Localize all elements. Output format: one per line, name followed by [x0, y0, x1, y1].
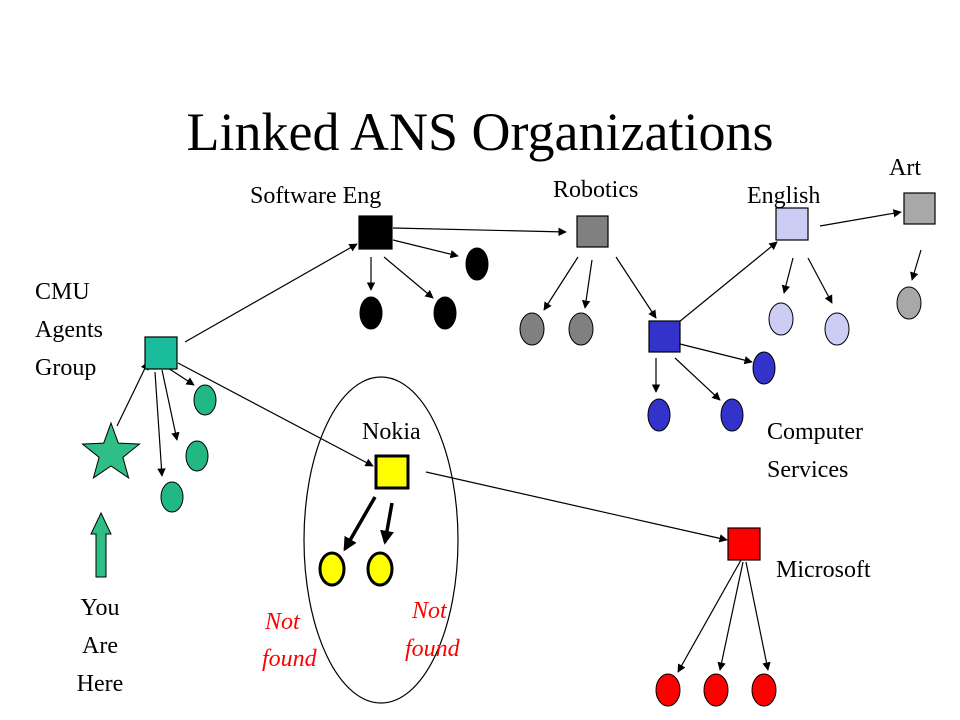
- agent-node[interactable]: [185, 440, 209, 472]
- not-found-label-2-line1: Not: [411, 598, 448, 624]
- you-label-line3: Here: [77, 671, 124, 697]
- agent-node-not-found[interactable]: [318, 551, 346, 587]
- robotics-node[interactable]: [576, 215, 609, 248]
- microsoft-agents: [655, 673, 777, 707]
- up-arrow-icon: [90, 511, 112, 578]
- page-title: Linked ANS Organizations: [187, 102, 774, 162]
- agent-node[interactable]: [703, 673, 729, 707]
- software-eng-agents: [359, 247, 489, 330]
- agent-node[interactable]: [896, 286, 922, 320]
- english-node[interactable]: [775, 207, 809, 241]
- agent-node[interactable]: [720, 398, 744, 432]
- nokia-label: Nokia: [362, 419, 421, 445]
- computer-services-label-line1: Computer: [767, 419, 863, 445]
- nokia-agents: [318, 551, 394, 587]
- robotics-label: Robotics: [553, 177, 638, 203]
- english-agents: [768, 302, 850, 346]
- english-label: English: [747, 183, 820, 209]
- computer-services-label-line2: Services: [767, 457, 848, 483]
- agent-node[interactable]: [655, 673, 681, 707]
- art-node[interactable]: [903, 192, 936, 225]
- nokia-region-ellipse: [303, 376, 459, 704]
- microsoft-node[interactable]: [727, 527, 761, 561]
- you-star-icon[interactable]: [81, 421, 141, 480]
- robotics-agents: [519, 312, 594, 346]
- not-found-label-1-line2: found: [262, 646, 318, 672]
- art-label: Art: [889, 155, 921, 181]
- art-agents: [896, 286, 922, 320]
- computer-services-agents: [647, 351, 776, 432]
- microsoft-label: Microsoft: [776, 557, 871, 583]
- agent-node[interactable]: [768, 302, 794, 336]
- not-found-label-1-line1: Not: [264, 609, 301, 635]
- computer-services-node[interactable]: [648, 320, 681, 353]
- agent-node[interactable]: [519, 312, 545, 346]
- agent-node[interactable]: [433, 296, 457, 330]
- agent-node[interactable]: [568, 312, 594, 346]
- agent-node[interactable]: [160, 481, 184, 513]
- agent-node[interactable]: [752, 351, 776, 385]
- agent-node[interactable]: [647, 398, 671, 432]
- cmu-label-line3: Group: [35, 355, 96, 381]
- cmu-agents-group-node[interactable]: [144, 336, 178, 370]
- you-label-line2: Are: [82, 633, 118, 659]
- edges: [116, 209, 922, 673]
- cmu-agents: [160, 384, 217, 513]
- agent-node-not-found[interactable]: [366, 551, 394, 587]
- software-eng-label: Software Eng: [250, 183, 381, 209]
- not-found-label-2-line2: found: [405, 636, 461, 662]
- software-eng-node[interactable]: [358, 215, 393, 250]
- agent-node[interactable]: [824, 312, 850, 346]
- agent-node[interactable]: [465, 247, 489, 281]
- you-label-line1: You: [81, 595, 120, 621]
- agent-node[interactable]: [359, 296, 383, 330]
- agent-node[interactable]: [751, 673, 777, 707]
- nokia-node[interactable]: [374, 454, 410, 490]
- cmu-label-line2: Agents: [35, 317, 103, 343]
- cmu-label-line1: CMU: [35, 279, 90, 305]
- agent-node[interactable]: [193, 384, 217, 416]
